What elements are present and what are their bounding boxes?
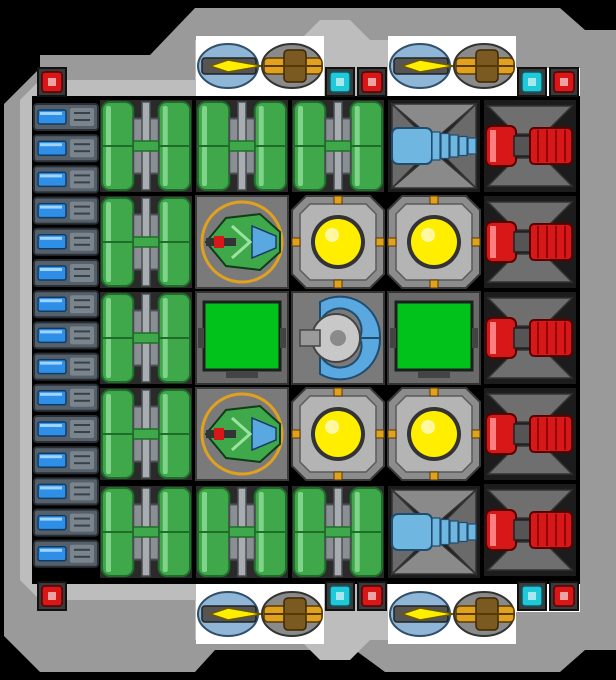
power-relay[interactable] xyxy=(549,581,579,611)
fuel-tank[interactable] xyxy=(100,292,192,384)
main-engine[interactable] xyxy=(484,484,576,576)
cargo-screen[interactable] xyxy=(387,291,481,385)
power-relay[interactable] xyxy=(357,67,387,97)
battery-cell[interactable] xyxy=(33,290,99,319)
ion-thrusters xyxy=(388,100,480,578)
battery-cell[interactable] xyxy=(33,134,99,163)
railgun-mount[interactable] xyxy=(389,43,455,89)
battery-cell[interactable] xyxy=(33,103,99,131)
battery-cell[interactable] xyxy=(33,539,99,568)
power-relay[interactable] xyxy=(37,581,67,611)
autocannon-mount[interactable] xyxy=(261,591,323,637)
battery-cell[interactable] xyxy=(33,477,99,506)
main-engines xyxy=(484,100,576,576)
fuel-tank[interactable] xyxy=(100,486,192,578)
reactors xyxy=(291,195,481,481)
shield-emitter[interactable] xyxy=(325,581,355,611)
command-pod[interactable] xyxy=(195,387,289,481)
autocannon-mount[interactable] xyxy=(453,591,515,637)
cargo-screens xyxy=(195,291,481,385)
main-engine[interactable] xyxy=(484,196,576,288)
battery-cell[interactable] xyxy=(33,227,99,256)
main-engine[interactable] xyxy=(484,100,576,192)
battery-cell[interactable] xyxy=(33,321,99,350)
power-relay[interactable] xyxy=(357,581,387,611)
battery-cell[interactable] xyxy=(33,508,99,537)
battery-cell[interactable] xyxy=(33,196,99,225)
fuel-tank[interactable] xyxy=(292,100,384,192)
cargo-screen[interactable] xyxy=(195,291,289,385)
command-pod[interactable] xyxy=(195,195,289,289)
reactor-core[interactable] xyxy=(291,195,385,289)
reactor-core[interactable] xyxy=(291,387,385,481)
power-relay[interactable] xyxy=(37,67,67,97)
fuel-tank[interactable] xyxy=(196,100,288,192)
reactor-core[interactable] xyxy=(387,387,481,481)
fuel-tank[interactable] xyxy=(100,388,192,480)
main-engine[interactable] xyxy=(484,292,576,384)
main-engine[interactable] xyxy=(484,388,576,480)
fuel-tank[interactable] xyxy=(292,486,384,578)
railgun-mount[interactable] xyxy=(197,591,263,637)
shield-emitter[interactable] xyxy=(517,581,547,611)
shield-emitter[interactable] xyxy=(325,67,355,97)
command-pods xyxy=(195,195,289,481)
battery-cell[interactable] xyxy=(33,415,99,443)
battery-cell[interactable] xyxy=(33,352,99,381)
fuel-tank[interactable] xyxy=(196,486,288,578)
sensor-dome[interactable] xyxy=(291,291,385,385)
autocannon-mount[interactable] xyxy=(261,43,323,89)
battery-bank xyxy=(33,103,99,568)
power-relay[interactable] xyxy=(549,67,579,97)
fuel-tank[interactable] xyxy=(100,196,192,288)
weapon-mounts xyxy=(197,43,515,637)
battery-cell[interactable] xyxy=(33,383,99,412)
autocannon-mount[interactable] xyxy=(453,43,515,89)
shield-emitter[interactable] xyxy=(517,67,547,97)
battery-cell[interactable] xyxy=(33,446,99,475)
fuel-tank[interactable] xyxy=(100,100,192,192)
railgun-mount[interactable] xyxy=(389,591,455,637)
battery-cell[interactable] xyxy=(33,259,99,287)
reactor-core[interactable] xyxy=(387,195,481,289)
battery-cell[interactable] xyxy=(33,165,99,194)
ion-thruster[interactable] xyxy=(388,486,480,578)
utility-blocks xyxy=(37,67,579,611)
ion-thruster[interactable] xyxy=(388,100,480,192)
fuel-tank-array xyxy=(100,100,384,578)
